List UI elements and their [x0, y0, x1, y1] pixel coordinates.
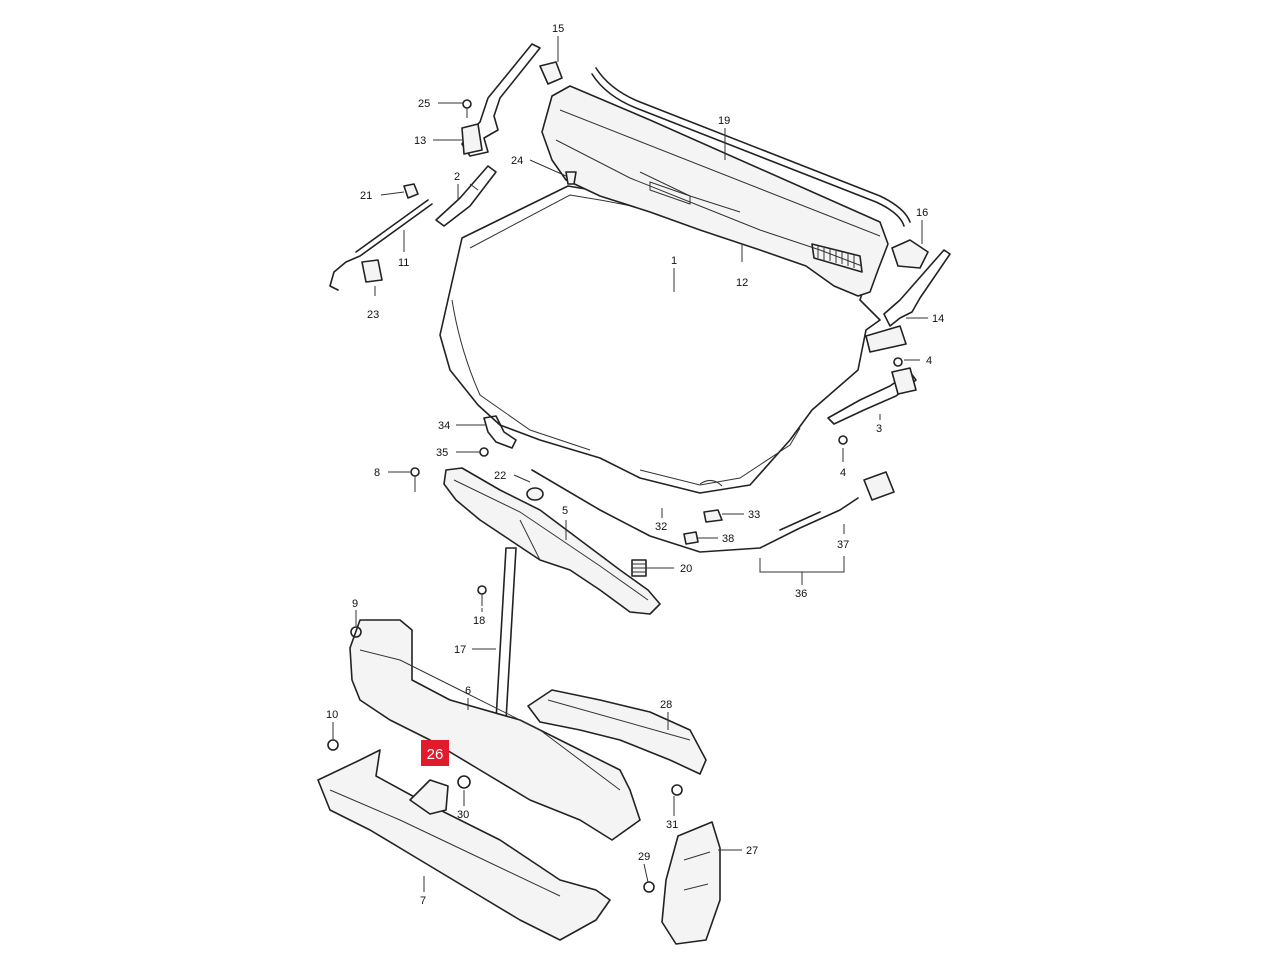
radiator-support-upper[interactable] — [443, 467, 661, 615]
bolt-4-upper[interactable] — [893, 357, 903, 367]
hinge-bolt-25[interactable] — [462, 99, 472, 118]
release-handle-37[interactable] — [863, 471, 895, 501]
bolt-29[interactable] — [643, 881, 655, 893]
cowl-end-cap[interactable] — [891, 239, 929, 269]
callout-30[interactable]: 30 — [457, 809, 469, 821]
callout-29[interactable]: 29 — [638, 851, 650, 863]
rod-holder-23[interactable] — [361, 259, 383, 283]
callout-17[interactable]: 17 — [454, 644, 466, 656]
highlight-box — [421, 740, 449, 766]
cable-clip-38[interactable] — [683, 531, 699, 545]
bolt-8[interactable] — [410, 467, 420, 492]
callout-8[interactable]: 8 — [374, 467, 380, 479]
callout-19[interactable]: 19 — [718, 115, 730, 127]
callout-23[interactable]: 23 — [367, 309, 379, 321]
callout-33[interactable]: 33 — [748, 509, 760, 521]
air-duct[interactable] — [527, 689, 707, 775]
hood-hinge-right[interactable] — [865, 249, 951, 353]
lower-valance[interactable] — [317, 749, 611, 941]
callout-3[interactable]: 3 — [876, 423, 882, 435]
bracket-26[interactable] — [409, 779, 449, 815]
callout-28[interactable]: 28 — [660, 699, 672, 711]
callout-14[interactable]: 14 — [932, 313, 944, 325]
bolt-18[interactable] — [477, 585, 487, 606]
callout-4-lower[interactable]: 4 — [840, 467, 846, 479]
leader-lines — [332, 36, 928, 892]
callout-22[interactable]: 22 — [494, 470, 506, 482]
cable-clip-33[interactable] — [703, 509, 723, 523]
hood-hinge-left[interactable] — [461, 43, 563, 157]
rubber-stop-22[interactable] — [526, 487, 544, 501]
callout-24[interactable]: 24 — [511, 155, 523, 167]
callout-5[interactable]: 5 — [562, 505, 568, 517]
rod-clip-21[interactable] — [403, 183, 419, 199]
callout-21[interactable]: 21 — [360, 190, 372, 202]
callout-16[interactable]: 16 — [916, 207, 928, 219]
callout-20[interactable]: 20 — [680, 563, 692, 575]
cowl-top-panel[interactable] — [541, 85, 889, 297]
callout-31[interactable]: 31 — [666, 819, 678, 831]
callout-37[interactable]: 37 — [837, 539, 849, 551]
clip-24[interactable] — [565, 171, 577, 185]
callout-2[interactable]: 2 — [454, 171, 460, 183]
nut-10[interactable] — [327, 739, 339, 751]
callout-7[interactable]: 7 — [420, 895, 426, 907]
callout-15[interactable]: 15 — [552, 23, 564, 35]
hood-weatherstrip[interactable] — [591, 67, 911, 227]
hood-support-rod[interactable] — [329, 199, 433, 291]
front-cross-member[interactable] — [349, 619, 641, 841]
callout-26-highlight[interactable]: 26 — [421, 740, 449, 766]
callout-11[interactable]: 11 — [398, 257, 409, 269]
bolt-31[interactable] — [671, 784, 683, 796]
hood-release-cable[interactable] — [531, 469, 859, 553]
callout-4-upper[interactable]: 4 — [926, 355, 932, 367]
hood-hinge-lower-right[interactable] — [827, 367, 917, 425]
bolt-9[interactable] — [350, 626, 362, 638]
callout-12[interactable]: 12 — [736, 277, 748, 289]
bolt-35[interactable] — [479, 447, 489, 457]
callout-9[interactable]: 9 — [352, 598, 358, 610]
callout-labels: 15 25 13 19 24 2 21 16 11 1 12 23 14 4 3… — [326, 23, 944, 907]
callout-27[interactable]: 27 — [746, 845, 758, 857]
splash-shield[interactable] — [661, 821, 721, 945]
callout-32[interactable]: 32 — [655, 521, 667, 533]
callout-26[interactable]: 26 — [427, 746, 444, 763]
callout-34[interactable]: 34 — [438, 420, 450, 432]
hood-lock-bracket[interactable] — [483, 415, 517, 449]
callout-36[interactable]: 36 — [795, 588, 807, 600]
washer-30[interactable] — [457, 775, 471, 789]
spring-20[interactable] — [631, 559, 647, 577]
nut-4-lower[interactable] — [838, 435, 848, 445]
hood-hinge-lower-left[interactable] — [435, 165, 497, 227]
callout-13[interactable]: 13 — [414, 135, 426, 147]
callout-10[interactable]: 10 — [326, 709, 338, 721]
callout-35[interactable]: 35 — [436, 447, 448, 459]
callout-18[interactable]: 18 — [473, 615, 485, 627]
callout-1[interactable]: 1 — [671, 255, 677, 267]
callout-25[interactable]: 25 — [418, 98, 430, 110]
center-brace[interactable] — [495, 547, 517, 721]
callout-6[interactable]: 6 — [465, 685, 471, 697]
callout-38[interactable]: 38 — [722, 533, 734, 545]
